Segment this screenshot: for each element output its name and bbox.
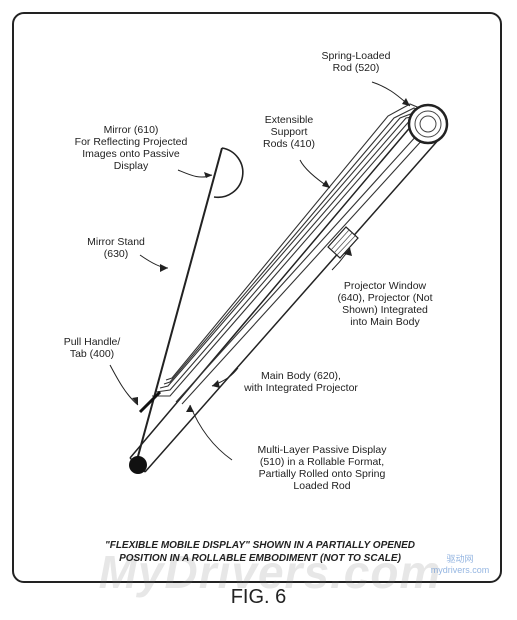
arrow-heads	[132, 98, 410, 412]
watermark-badge: 驱动网 mydrivers.com	[430, 554, 490, 575]
label-mirror-stand: Mirror Stand (630)	[87, 236, 145, 260]
label-main-body: Main Body (620), with Integrated Project…	[244, 370, 358, 394]
rod-end-knob	[129, 456, 147, 474]
figure-caption: "FLEXIBLE MOBILE DISPLAY" SHOWN IN A PAR…	[104, 540, 416, 564]
pull-handle	[138, 390, 162, 414]
label-projector-window: Projector Window (640), Projector (Not S…	[337, 280, 433, 328]
figure-label: FIG. 6	[230, 586, 287, 608]
label-display: Multi-Layer Passive Display (510) in a R…	[257, 444, 387, 492]
mirror-stand	[136, 147, 244, 461]
watermark: MyDrivers.com	[98, 546, 442, 598]
label-pull-handle: Pull Handle/ Tab (400)	[63, 336, 121, 360]
spring-loaded-rod	[407, 103, 449, 145]
label-spring-loaded-rod: Spring-Loaded Rod (520)	[321, 50, 391, 74]
label-mirror: Mirror (610) For Reflecting Projected Im…	[74, 124, 188, 172]
projector-window	[327, 226, 359, 259]
label-support-rods: Extensible Support Rods (410)	[263, 114, 315, 150]
